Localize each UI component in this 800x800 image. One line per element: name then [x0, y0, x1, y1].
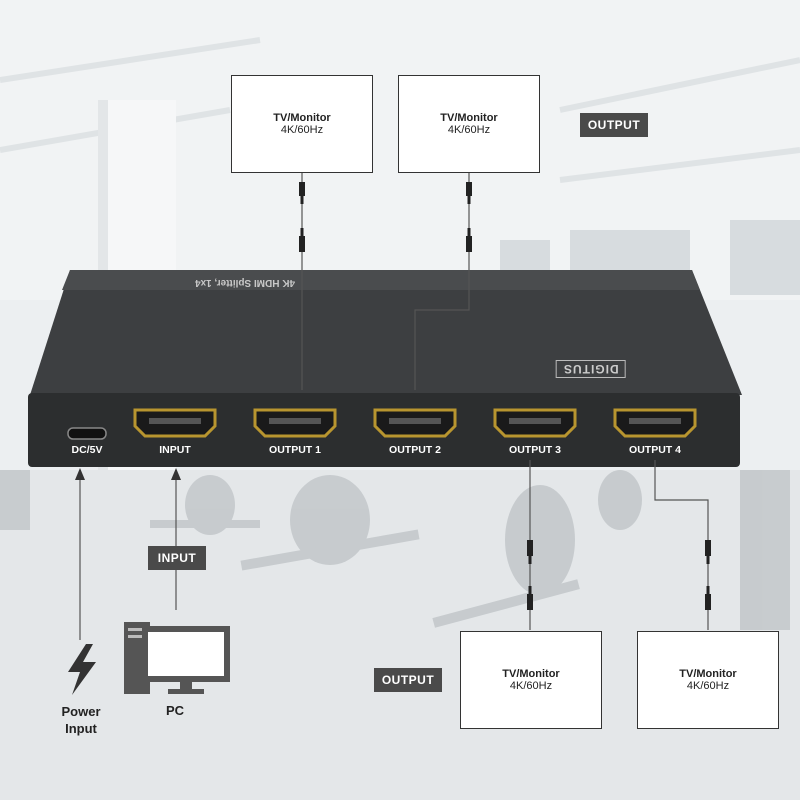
port-label-output-4: OUTPUT 4 — [629, 444, 681, 456]
output-tag-bottom: OUTPUT — [374, 668, 442, 692]
power-label-line1: Power — [61, 704, 101, 719]
monitor-spec: 4K/60Hz — [686, 680, 730, 692]
monitor-2: TV/Monitor 4K/60Hz — [398, 75, 540, 173]
dc-port — [67, 427, 107, 440]
monitor-title: TV/Monitor — [273, 112, 331, 124]
hdmi-ports — [133, 408, 697, 438]
port-label-output-2: OUTPUT 2 — [389, 444, 441, 456]
device-model-text: 4K HDMI Splitter, 1x4 — [195, 277, 296, 288]
device-top — [30, 270, 742, 395]
monitor-4: TV/Monitor 4K/60Hz — [637, 631, 779, 729]
port-label-input: INPUT — [159, 444, 191, 456]
port-label-dc: DC/5V — [71, 444, 103, 456]
hdmi-plug-icons — [299, 182, 711, 610]
monitor-title: TV/Monitor — [502, 668, 560, 680]
input-tag: INPUT — [148, 546, 206, 570]
power-label-line2: Input — [65, 721, 97, 736]
pc-label: PC — [165, 703, 185, 718]
monitor-title: TV/Monitor — [440, 112, 498, 124]
monitor-spec: 4K/60Hz — [280, 124, 324, 136]
monitor-title: TV/Monitor — [679, 668, 737, 680]
brand-logo: DIGITUS — [556, 360, 626, 378]
monitor-spec: 4K/60Hz — [509, 680, 553, 692]
monitor-1: TV/Monitor 4K/60Hz — [231, 75, 373, 173]
port-label-output-3: OUTPUT 3 — [509, 444, 561, 456]
monitor-3: TV/Monitor 4K/60Hz — [460, 631, 602, 729]
port-label-output-1: OUTPUT 1 — [269, 444, 321, 456]
lightning-icon — [68, 644, 96, 695]
pc-icon — [124, 622, 230, 694]
monitor-spec: 4K/60Hz — [447, 124, 491, 136]
input-arrow-icon — [171, 468, 181, 480]
output-tag-top: OUTPUT — [580, 113, 648, 137]
power-input-label: Power Input — [48, 703, 114, 737]
power-arrow-icon — [75, 468, 85, 480]
